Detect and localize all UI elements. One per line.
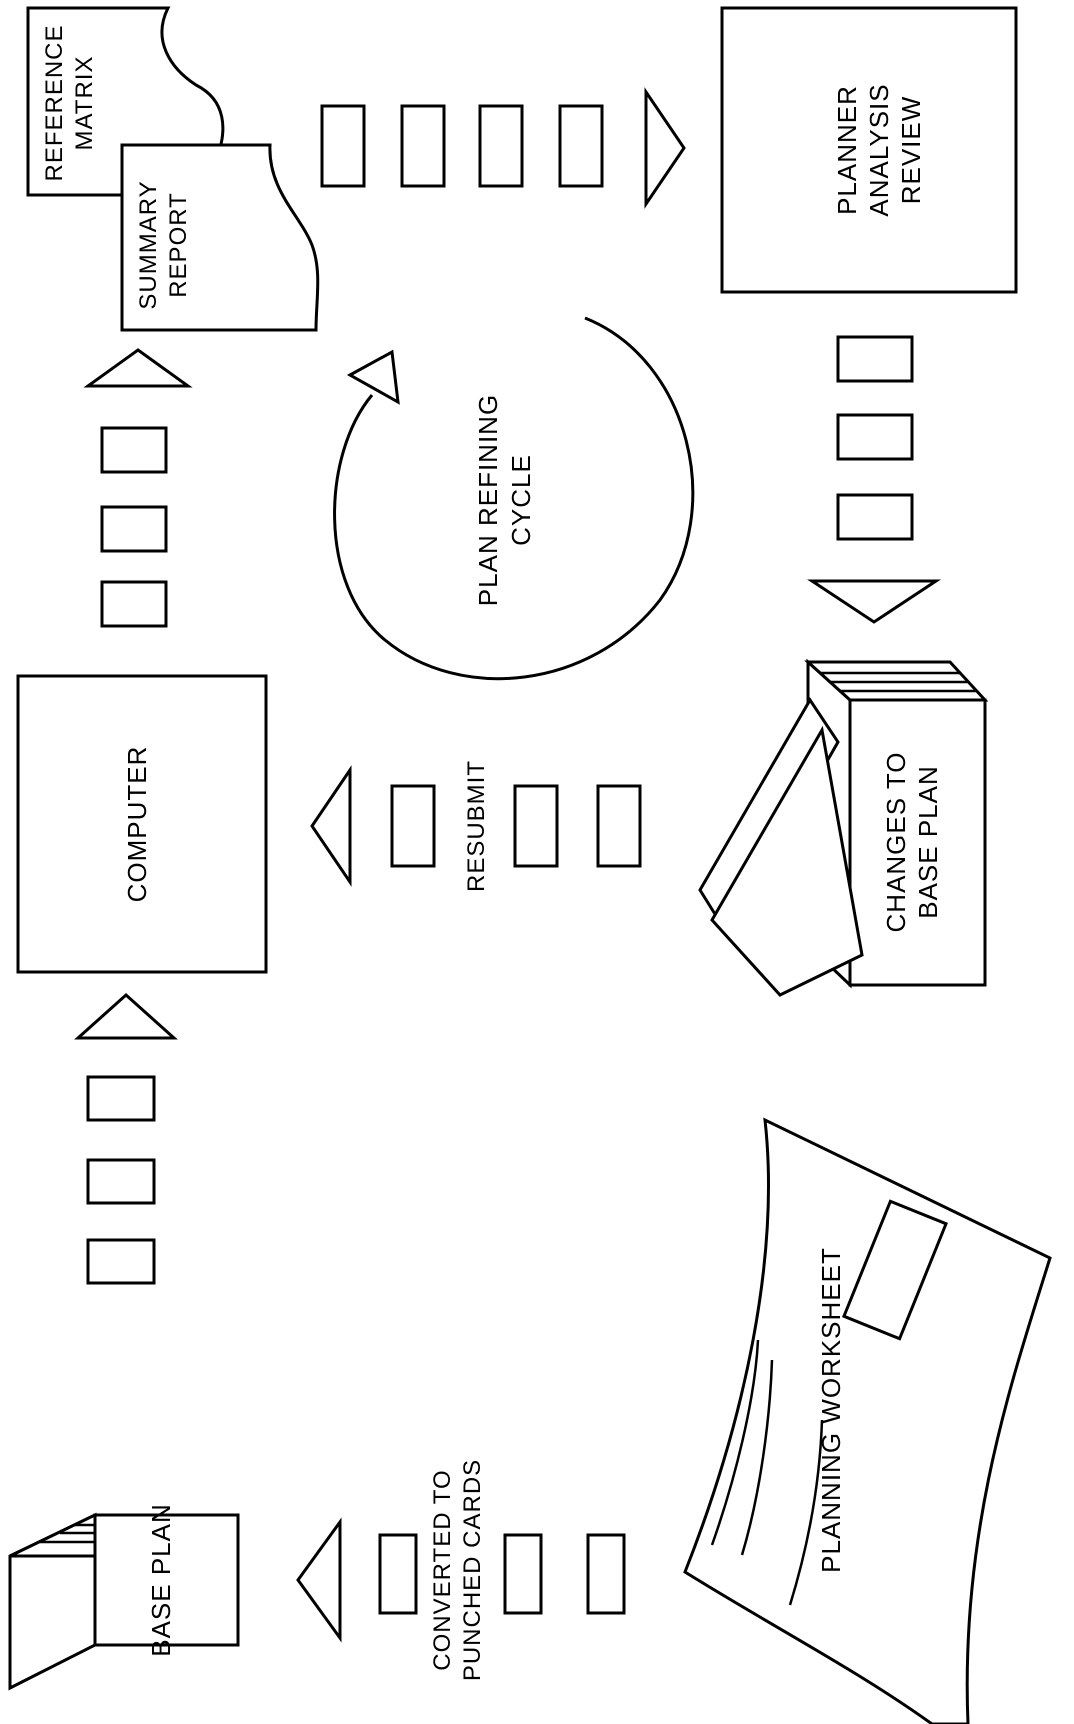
arrow-left-to-base [298,1522,340,1638]
dashes-planner-to-changes [812,337,936,622]
base-plan-label: BASE PLAN [146,1503,176,1657]
planner-label-2: ANALYSIS [864,83,894,216]
resubmit-label: RESUBMIT [463,760,490,892]
cycle-arrowhead [350,352,398,402]
arrow-right-to-planner [646,92,684,204]
computer-label: COMPUTER [122,746,152,903]
planner-label-1: PLANNER [832,85,862,215]
cycle-label-2: CYCLE [506,454,536,546]
cycle-label-1: PLAN REFINING [473,394,503,606]
planner-analysis-review-box: PLANNER ANALYSIS REVIEW [722,8,1016,292]
computer-box: COMPUTER [18,676,266,972]
arrow-left-to-computer [312,770,350,882]
planning-worksheet-sheet: PLANNING WORKSHEET [685,1120,1050,1724]
base-plan-box: BASE PLAN [10,1503,238,1688]
converted-label-2: PUNCHED CARDS [459,1459,486,1681]
reference-matrix-label-1: REFERENCE [41,24,68,181]
dashes-resubmit: RESUBMIT [312,760,640,892]
reference-matrix-label-2: MATRIX [71,56,98,151]
converted-label-1: CONVERTED TO [429,1469,456,1670]
planning-worksheet-label: PLANNING WORKSHEET [816,1247,846,1573]
changes-label-2: BASE PLAN [913,765,943,919]
arrow-up-to-computer [78,995,174,1038]
summary-report-label-1: SUMMARY [135,180,162,309]
planner-label-3: REVIEW [896,96,926,205]
changes-to-base-plan-box: CHANGES TO BASE PLAN [700,662,985,995]
dashes-summary-to-planner [322,92,684,204]
changes-label-1: CHANGES TO [881,752,911,933]
summary-report-label-2: REPORT [165,192,192,298]
summary-report-sheet: SUMMARY REPORT [122,145,318,330]
dashes-worksheet-to-base: CONVERTED TO PUNCHED CARDS [298,1459,624,1681]
dashes-base-to-computer [78,995,174,1283]
dashes-computer-to-summary [88,350,188,626]
plan-refining-cycle: PLAN REFINING CYCLE [335,318,693,679]
arrow-down-to-changes [812,581,936,622]
arrow-up-to-summary [88,350,188,386]
